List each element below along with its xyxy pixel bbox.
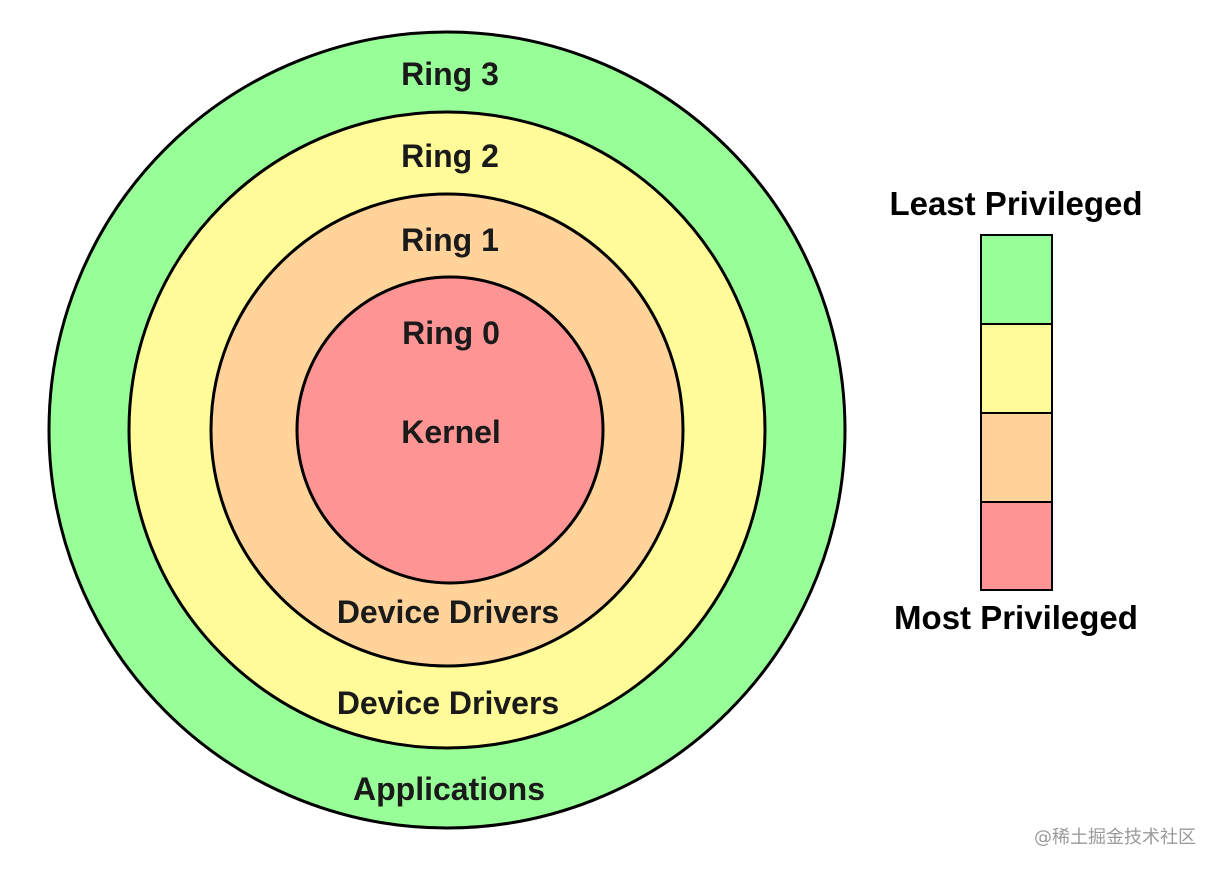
legend-cell-low [980, 323, 1053, 414]
legend-cell-high [980, 412, 1053, 503]
ring-2-title: Ring 2 [401, 138, 499, 174]
ring-1-title: Ring 1 [401, 222, 499, 258]
ring-3-role: Applications [353, 771, 545, 807]
ring-1-role: Device Drivers [337, 594, 559, 630]
legend-bottom-label: Most Privileged [894, 599, 1138, 636]
ring-3-title: Ring 3 [401, 56, 499, 92]
ring-0-circle [295, 275, 605, 585]
watermark-text: @稀土掘金技术社区 [1034, 827, 1196, 848]
legend-cell-most [980, 501, 1053, 591]
legend-cell-least [980, 234, 1053, 325]
ring-0-title: Ring 0 [402, 315, 500, 351]
privilege-legend: Least Privileged Most Privileged [889, 185, 1142, 636]
rings-group [47, 30, 847, 830]
legend-top-label: Least Privileged [889, 185, 1142, 222]
ring-0-role: Kernel [401, 414, 501, 450]
ring-2-role: Device Drivers [337, 685, 559, 721]
